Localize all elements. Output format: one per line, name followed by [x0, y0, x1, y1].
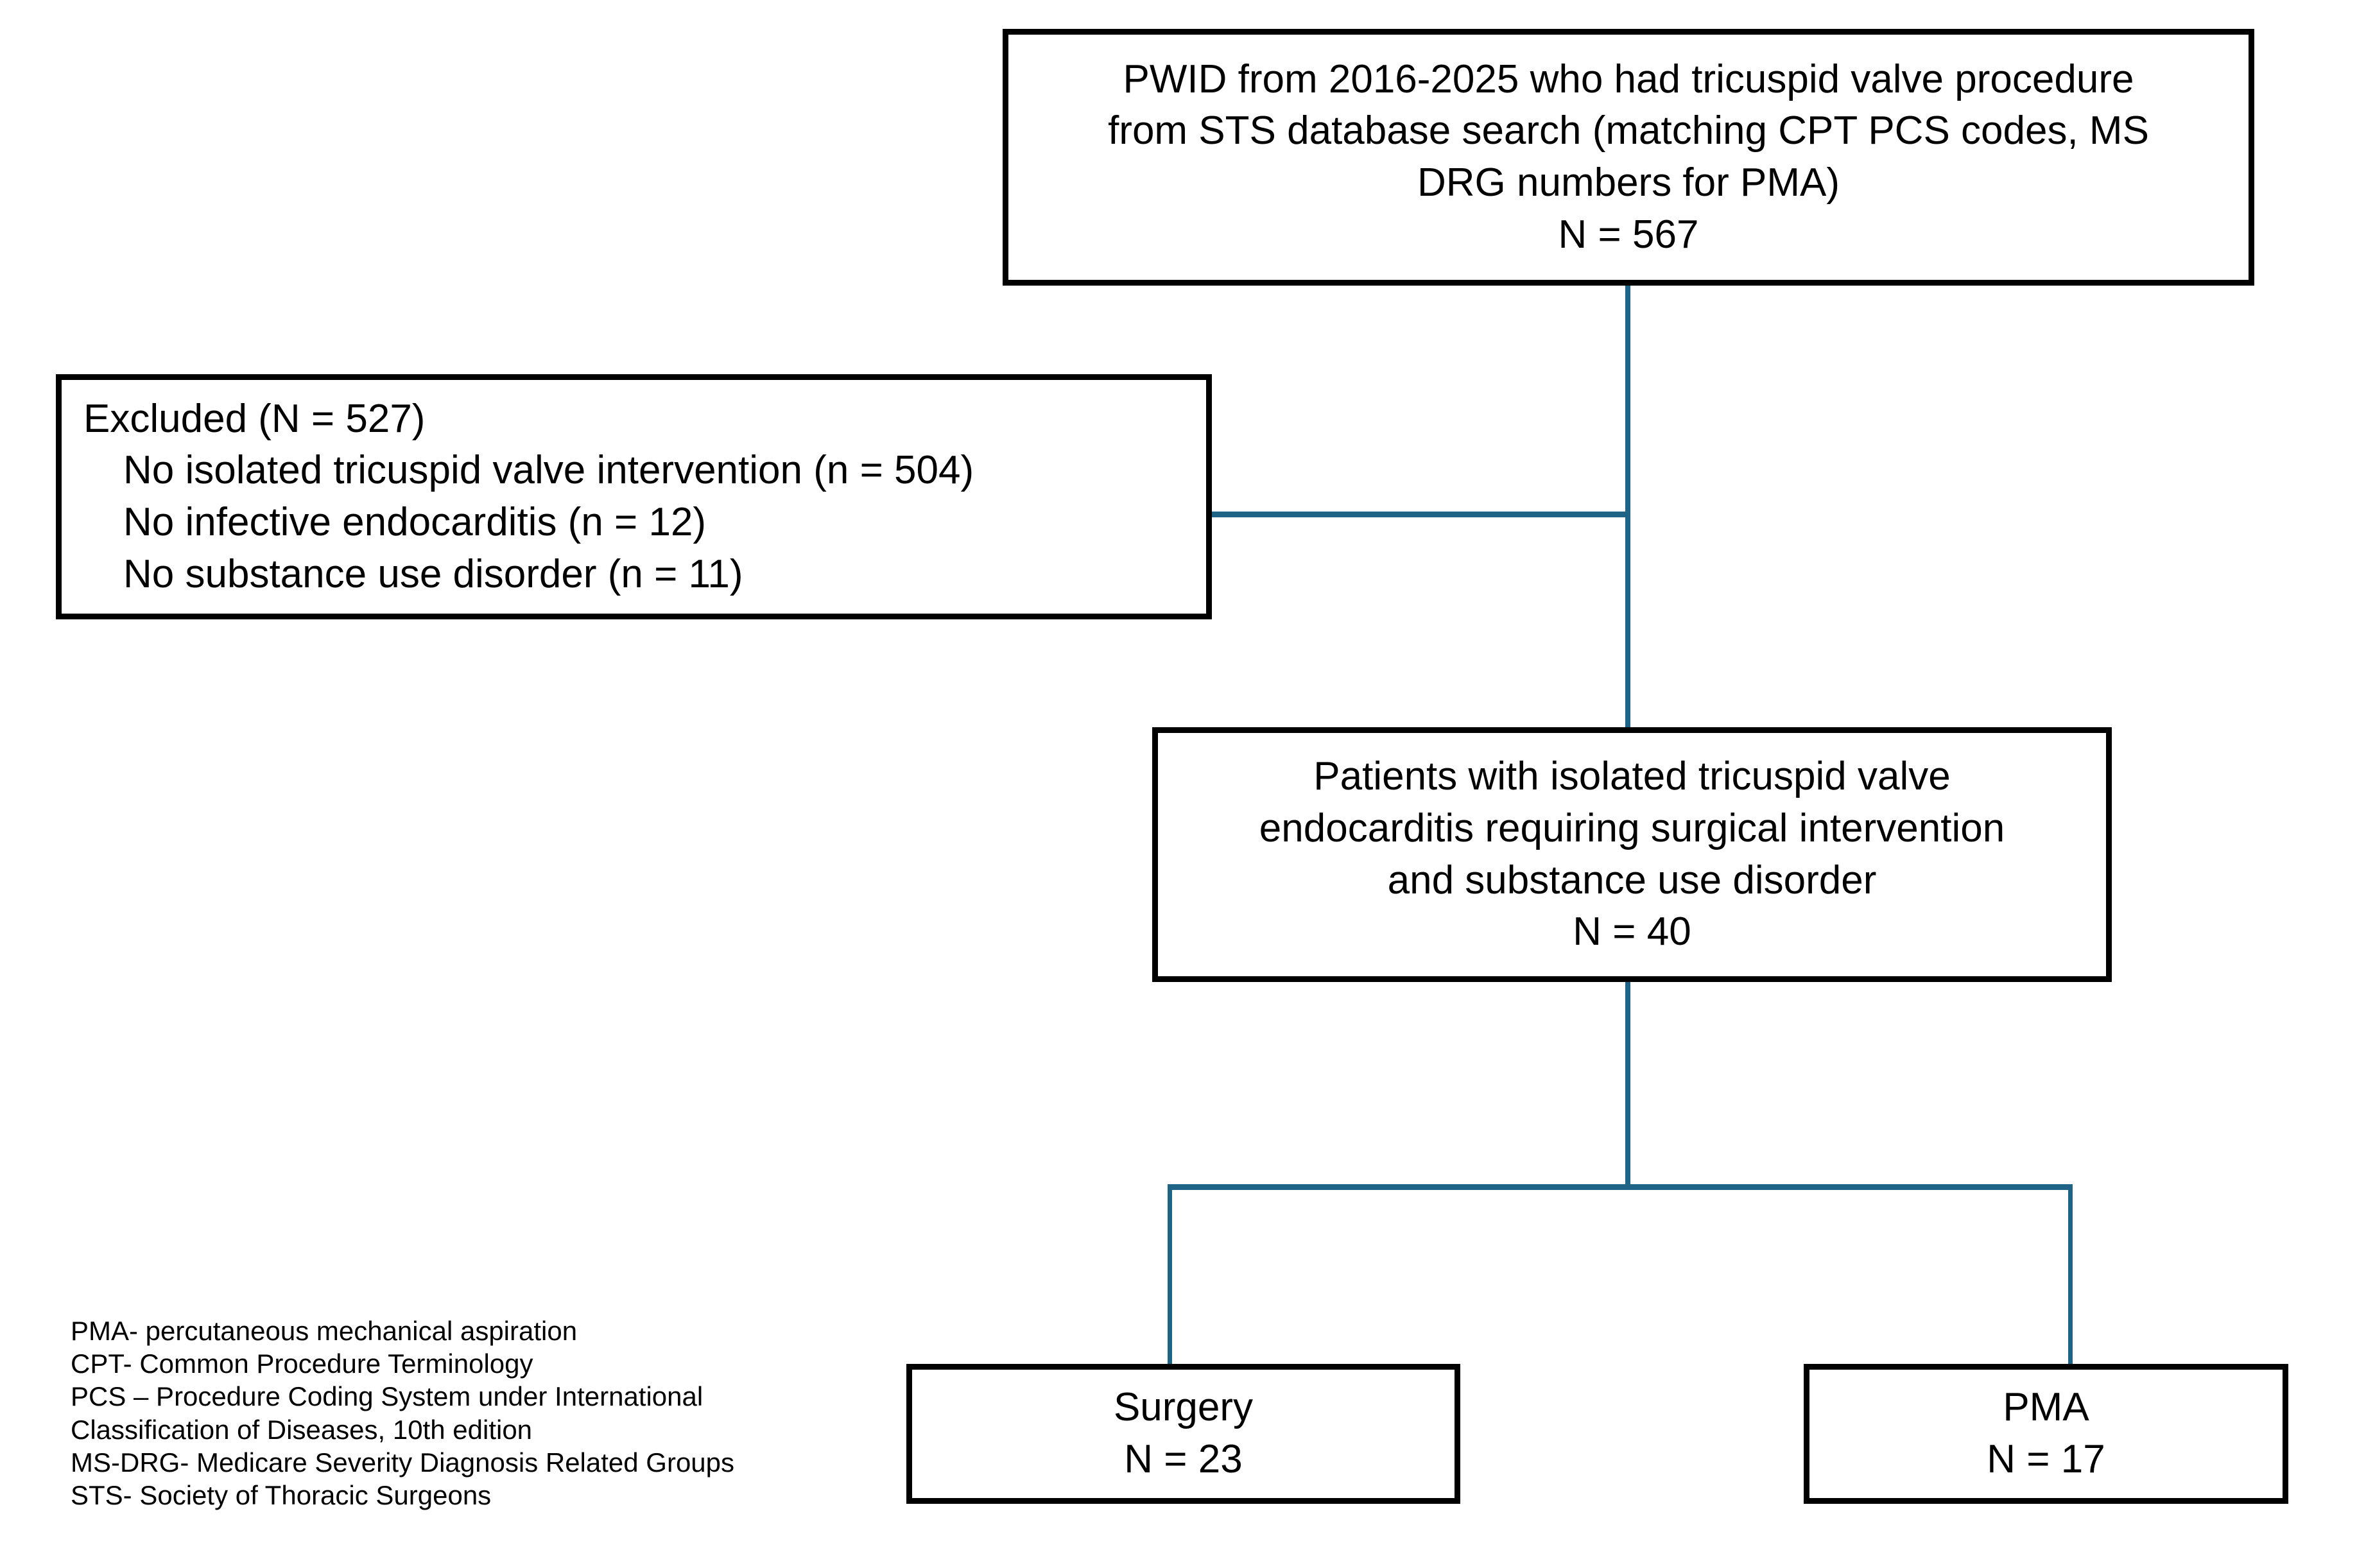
pma-label: PMA — [2003, 1385, 2089, 1430]
surgery-label: Surgery — [1113, 1385, 1254, 1430]
legend-line-cpt: CPT- Common Procedure Terminology — [71, 1348, 533, 1379]
connector-source-to-included — [1625, 286, 1630, 728]
connector-included-to-split — [1625, 982, 1630, 1189]
source-count: N = 567 — [1558, 212, 1699, 257]
abbreviations-legend: PMA- percutaneous mechanical aspiration … — [71, 1314, 734, 1512]
legend-line-pcs: PCS – Procedure Coding System under Inte… — [71, 1381, 704, 1412]
node-included-cohort: Patients with isolated tricuspid valve e… — [1152, 727, 2112, 982]
source-line-3: DRG numbers for PMA) — [1417, 160, 1840, 205]
included-line-2: endocarditis requiring surgical interven… — [1259, 806, 2005, 850]
included-line-3: and substance use disorder — [1387, 857, 1877, 902]
included-line-1: Patients with isolated tricuspid valve — [1313, 754, 1951, 799]
connector-to-pma — [2068, 1184, 2073, 1365]
source-line-1: PWID from 2016-2025 who had tricuspid va… — [1123, 56, 2134, 101]
legend-line-pma: PMA- percutaneous mechanical aspiration — [71, 1316, 578, 1346]
included-count: N = 40 — [1573, 909, 1691, 954]
node-pma-arm: PMA N = 17 — [1804, 1364, 2288, 1504]
excluded-reason-1: No isolated tricuspid valve intervention… — [123, 448, 974, 493]
legend-line-pcs-cont: Classification of Diseases, 10th edition — [71, 1414, 533, 1445]
pma-count: N = 17 — [1987, 1437, 2105, 1481]
connector-to-surgery — [1168, 1184, 1172, 1365]
legend-line-msdrg: MS-DRG- Medicare Severity Diagnosis Rela… — [71, 1447, 735, 1478]
excluded-reason-3: No substance use disorder (n = 11) — [123, 551, 743, 596]
connector-split-bar — [1168, 1184, 2073, 1190]
node-source-cohort: PWID from 2016-2025 who had tricuspid va… — [1003, 29, 2254, 286]
node-surgery-arm: Surgery N = 23 — [906, 1364, 1460, 1504]
surgery-count: N = 23 — [1124, 1437, 1243, 1481]
source-line-2: from STS database search (matching CPT P… — [1108, 108, 2149, 153]
node-excluded: Excluded (N = 527) No isolated tricuspid… — [56, 374, 1212, 619]
legend-line-sts: STS- Society of Thoracic Surgeons — [71, 1480, 492, 1511]
excluded-reason-2: No infective endocarditis (n = 12) — [123, 500, 707, 544]
excluded-heading: Excluded (N = 527) — [83, 396, 426, 441]
connector-to-excluded-box — [1208, 512, 1628, 517]
